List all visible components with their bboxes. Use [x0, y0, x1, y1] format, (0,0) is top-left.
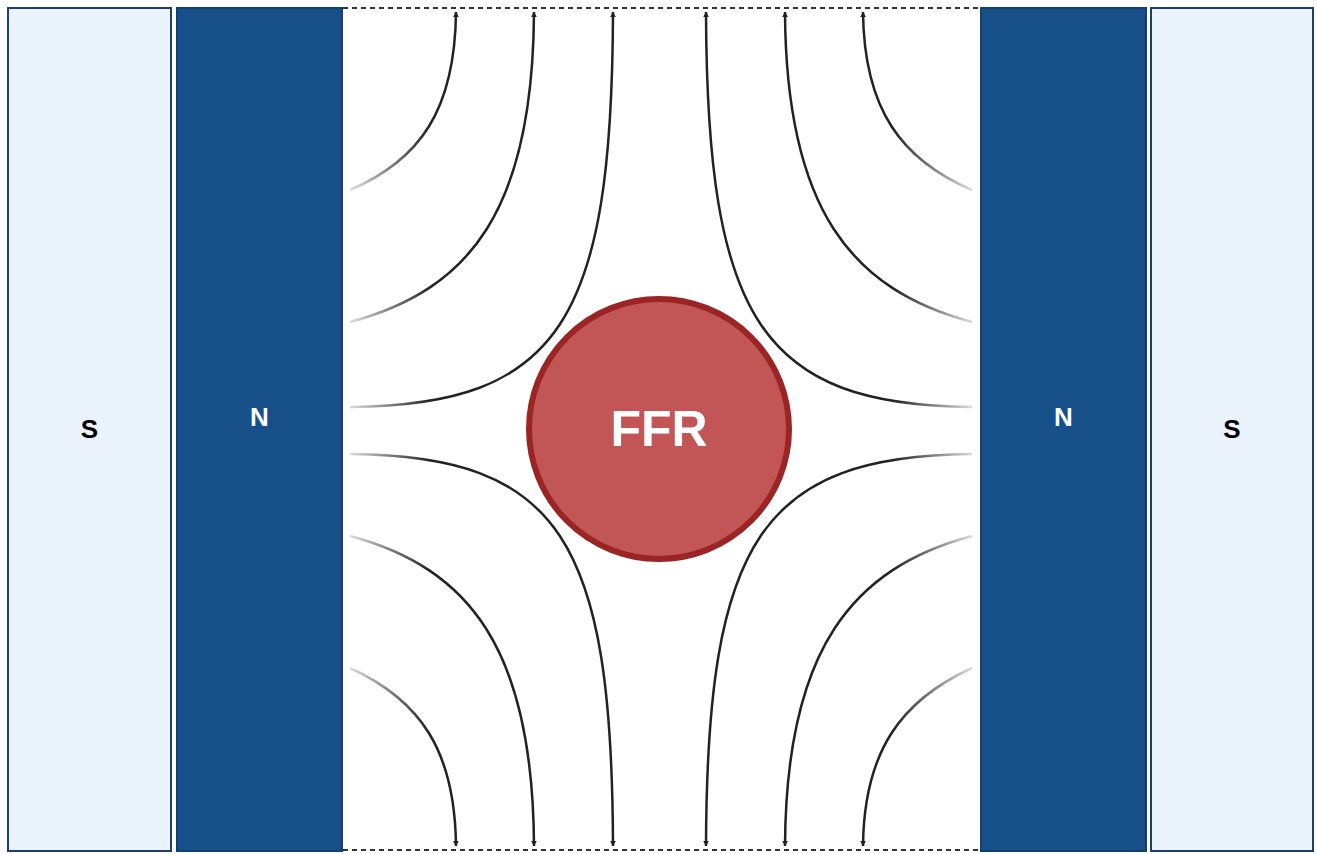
north-pole-magnet: N	[176, 7, 343, 852]
pole-label: N	[1054, 402, 1073, 433]
field-line	[785, 12, 972, 322]
south-pole-magnet: S	[1150, 7, 1314, 852]
pole-label: N	[250, 402, 269, 433]
field-line	[863, 12, 972, 190]
field-line	[350, 668, 456, 846]
dashed-boundary	[343, 7, 980, 9]
field-line	[350, 536, 534, 846]
north-pole-magnet: N	[980, 7, 1147, 852]
field-line	[863, 668, 972, 846]
field-line	[350, 12, 534, 322]
dashed-boundary	[343, 849, 980, 851]
pole-label: S	[1223, 414, 1240, 445]
field-line	[785, 536, 972, 846]
ffr-circle: FFR	[525, 295, 793, 563]
pole-label: FFR	[610, 400, 707, 458]
field-line	[350, 12, 456, 190]
pole-label: S	[81, 414, 98, 445]
south-pole-magnet: S	[7, 7, 172, 852]
